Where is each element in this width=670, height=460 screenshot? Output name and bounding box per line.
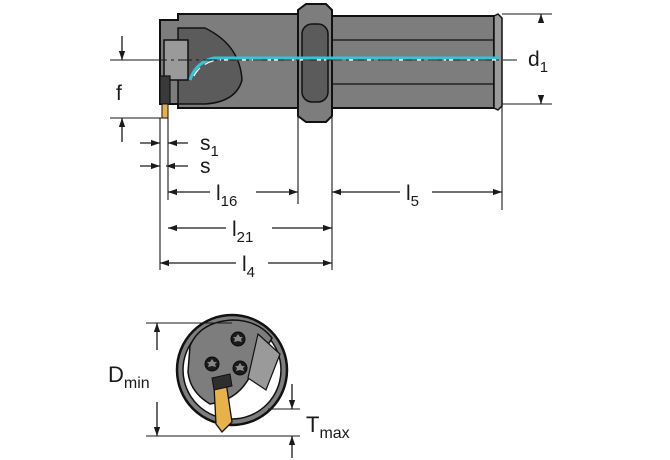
- insert-holder: [159, 75, 171, 105]
- coolant-channel: [188, 56, 500, 81]
- label-s1-sub: 1: [211, 143, 219, 160]
- svg-text:l21: l21: [232, 218, 253, 246]
- label-l16: l: [216, 182, 221, 205]
- label-d1-sub: 1: [540, 59, 548, 76]
- insert-seat: [163, 39, 189, 81]
- label-l5-sub: 5: [411, 193, 419, 210]
- label-l21: l: [232, 218, 237, 241]
- flange-slot: [301, 23, 329, 103]
- dimension-s: s: [140, 155, 211, 178]
- cutting-insert: [161, 103, 169, 119]
- dimension-dmin: Dmin: [108, 322, 300, 437]
- svg-text:d1: d1: [528, 48, 548, 76]
- svg-text:Tmax: Tmax: [306, 412, 350, 442]
- dimension-d1: d1: [502, 13, 552, 105]
- label-f: f: [116, 82, 122, 105]
- label-tmax-sub: max: [319, 425, 349, 442]
- screw-icon: [204, 356, 220, 372]
- svg-text:l5: l5: [406, 182, 419, 210]
- svg-text:s1: s1: [200, 132, 219, 160]
- tool-front-view: [175, 313, 289, 433]
- label-s: s: [200, 155, 211, 178]
- svg-text:Dmin: Dmin: [108, 362, 150, 392]
- dimension-l16: l16: [168, 108, 299, 210]
- label-l5: l: [406, 182, 411, 205]
- label-l4: l: [242, 253, 247, 276]
- label-d1: d: [528, 48, 540, 71]
- svg-text:l16: l16: [216, 182, 237, 210]
- chip-pocket: [177, 27, 243, 105]
- dimension-l4: l4: [160, 253, 332, 281]
- dimension-f: f: [110, 36, 162, 142]
- dimension-l21: l21: [168, 218, 332, 246]
- dimension-l5: l5: [331, 106, 503, 270]
- dimension-tmax: Tmax: [268, 384, 350, 458]
- screw-icon: [232, 360, 248, 376]
- label-l16-sub: 16: [221, 193, 238, 210]
- screw-icon: [230, 331, 246, 347]
- tool-shank: [331, 15, 495, 109]
- label-l21-sub: 21: [237, 229, 254, 246]
- dimension-s1: s1: [140, 118, 219, 270]
- label-l4-sub: 4: [247, 264, 255, 281]
- label-dmin: D: [108, 362, 124, 387]
- label-dmin-sub: min: [124, 375, 150, 392]
- tool-side-view: [128, 3, 520, 123]
- svg-text:l4: l4: [242, 253, 255, 281]
- label-s1: s: [200, 132, 211, 155]
- label-tmax: T: [306, 412, 319, 437]
- shank-end: [493, 13, 503, 111]
